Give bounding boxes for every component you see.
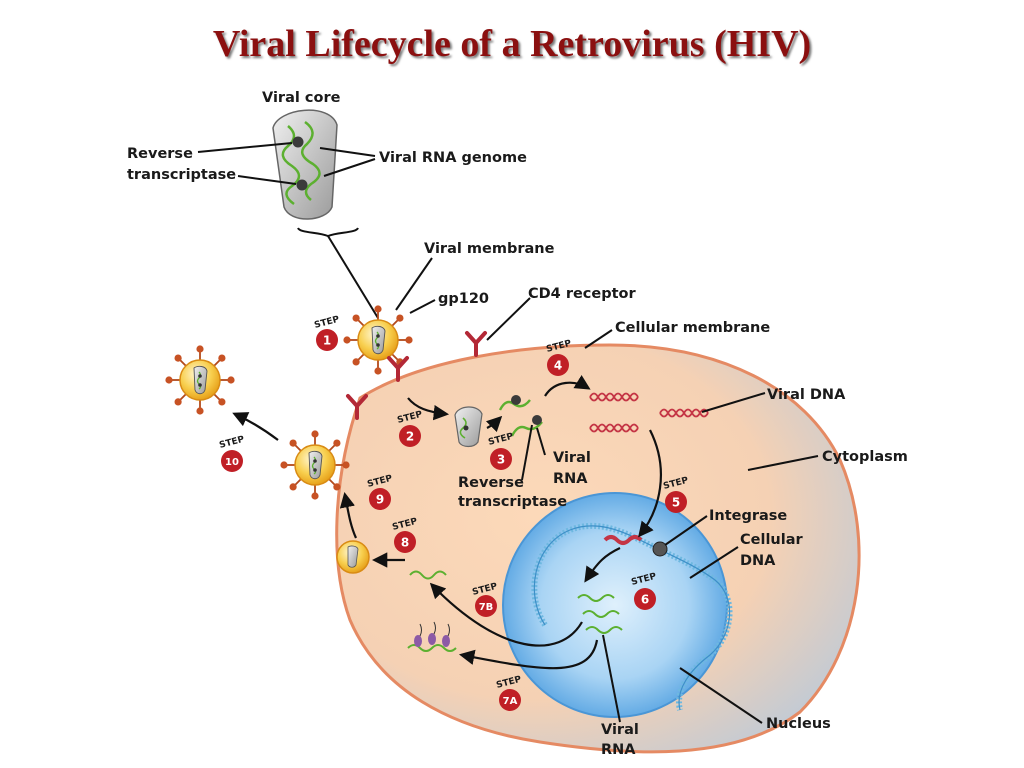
label-cytoplasm: Cytoplasm <box>822 449 908 465</box>
label-viral-rna-mid-2: RNA <box>553 471 588 487</box>
cytoplasmic-viral-rna <box>409 570 447 580</box>
virion-budding <box>279 429 351 501</box>
label-cd4-receptor: CD4 receptor <box>528 286 637 302</box>
arrow-step2 <box>407 397 450 421</box>
entered-viral-core <box>454 406 483 448</box>
virion-released <box>164 344 236 416</box>
label-reverse-transcriptase-core-1: Reverse <box>127 146 193 162</box>
arrow-step5 <box>638 429 662 538</box>
svg-text:7A: 7A <box>503 696 518 707</box>
integrase-enzyme <box>652 541 668 557</box>
cd4-receptor <box>465 331 487 357</box>
arrow-step7a <box>458 639 599 670</box>
integrated-viral-dna <box>603 535 643 545</box>
label-gp120: gp120 <box>438 291 489 307</box>
label-reverse-transcriptase-mid-1: Reverse <box>458 475 524 491</box>
label-viral-rna-genome: Viral RNA genome <box>379 150 527 166</box>
virion-assembling <box>336 540 370 574</box>
svg-text:6: 6 <box>641 593 649 607</box>
nucleus <box>502 492 728 718</box>
step-1-badge: STEP 1 <box>313 315 341 351</box>
step-7b-badge: STEP 7B <box>471 582 499 617</box>
label-reverse-transcriptase-mid-2: transcriptase <box>458 494 567 510</box>
label-viral-dna: Viral DNA <box>767 387 846 403</box>
svg-text:9: 9 <box>376 493 384 507</box>
svg-text:3: 3 <box>497 453 505 467</box>
arrow-step6 <box>584 547 621 583</box>
label-viral-rna-bottom-2: RNA <box>601 742 636 758</box>
arrow-step9 <box>339 491 357 539</box>
svg-text:2: 2 <box>406 430 414 444</box>
svg-text:STEP: STEP <box>218 435 245 451</box>
svg-text:5: 5 <box>672 496 680 510</box>
svg-text:STEP: STEP <box>313 315 340 331</box>
svg-text:8: 8 <box>401 536 409 550</box>
uncoated-rna-rt <box>498 395 543 437</box>
arrow-step10 <box>232 412 279 441</box>
label-viral-rna-bottom-1: Viral <box>601 722 639 738</box>
arrow-step7b <box>429 582 583 647</box>
step-10-badge: STEP 10 <box>218 435 246 472</box>
svg-text:7B: 7B <box>479 602 494 613</box>
svg-text:4: 4 <box>554 359 562 373</box>
label-reverse-transcriptase-core-2: transcriptase <box>127 167 236 183</box>
arrow-step3 <box>485 415 503 433</box>
arrow-step4 <box>544 374 591 397</box>
viral-core <box>272 109 338 220</box>
svg-text:1: 1 <box>323 334 331 348</box>
label-cellular-dna-1: Cellular <box>740 532 803 548</box>
label-viral-membrane: Viral membrane <box>424 241 555 257</box>
translating-polysome <box>407 621 457 652</box>
slide-title: Viral Lifecycle of a Retrovirus (HIV) <box>212 23 812 65</box>
label-integrase: Integrase <box>709 508 787 524</box>
label-cellular-membrane: Cellular membrane <box>615 320 770 336</box>
label-nucleus: Nucleus <box>766 716 831 732</box>
label-viral-rna-mid-1: Viral <box>553 450 591 466</box>
label-viral-core: Viral core <box>262 90 341 106</box>
core-bracket <box>297 227 359 238</box>
svg-text:10: 10 <box>225 457 239 468</box>
label-cellular-dna-2: DNA <box>740 553 776 569</box>
